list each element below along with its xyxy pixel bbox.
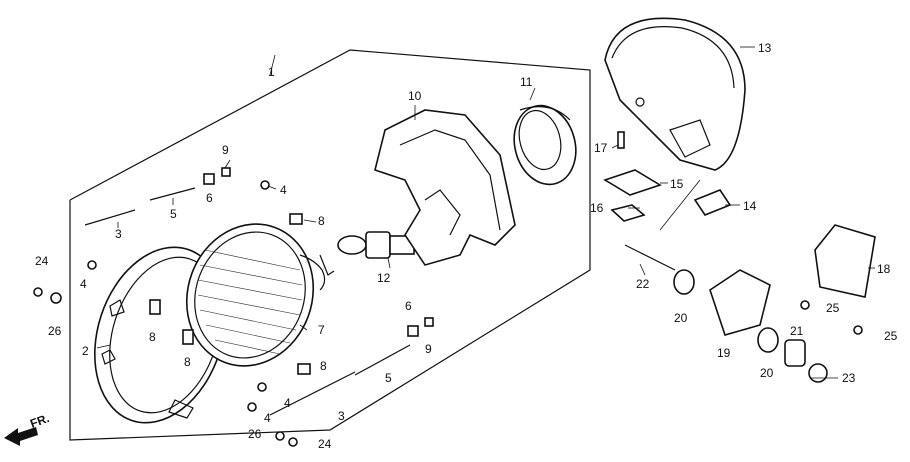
callout-9b: 9 (425, 342, 432, 356)
callout-18: 18 (877, 262, 891, 276)
bracket-18 (814, 224, 876, 298)
bracket-14 (693, 189, 732, 216)
callout-8b: 8 (149, 330, 156, 344)
callout-6b: 6 (405, 299, 412, 313)
callout-8c: 8 (184, 355, 191, 369)
collar-9b (424, 317, 434, 327)
callout-3a: 3 (115, 227, 122, 241)
adjust-screw-3b (269, 371, 356, 416)
callout-11: 11 (520, 75, 533, 89)
washer-26b (275, 431, 285, 441)
callout-20a: 20 (674, 311, 688, 325)
callout-16: 16 (590, 201, 604, 215)
callout-5a: 5 (170, 207, 177, 221)
callout-6a: 6 (206, 191, 213, 205)
collar-21 (784, 339, 806, 367)
front-direction-arrow: FR. (4, 411, 51, 446)
callout-7: 7 (318, 323, 325, 337)
sealed-beam-unit (185, 223, 335, 367)
callout-22: 22 (636, 277, 650, 291)
callout-13: 13 (758, 41, 772, 55)
callout-leader-lines (96, 46, 875, 379)
callout-10: 10 (408, 89, 422, 103)
callout-24b: 24 (318, 437, 332, 451)
screw-4b (87, 260, 97, 270)
callout-15: 15 (670, 177, 684, 191)
cap-nut-23 (808, 363, 828, 383)
screw-4d (247, 402, 257, 412)
callout-24a: 24 (35, 254, 49, 268)
callout-25a: 25 (826, 301, 840, 315)
grommet-20a (673, 269, 695, 295)
screw-4a (260, 180, 270, 190)
callout-12: 12 (377, 271, 391, 285)
bolt-24b (288, 437, 298, 447)
bolt-25b (853, 325, 863, 335)
grommet-20b (757, 327, 779, 353)
clip-8b (149, 299, 161, 315)
front-direction-label: FR. (28, 411, 51, 431)
callout-19: 19 (717, 346, 731, 360)
callout-26b: 26 (248, 427, 262, 441)
bolt-24a (33, 287, 43, 297)
callout-4a: 4 (280, 183, 287, 197)
washer-26a (50, 292, 62, 304)
bolt-17 (617, 131, 625, 149)
callout-21: 21 (790, 324, 804, 338)
spring-5b (354, 344, 411, 376)
callout-14: 14 (743, 199, 757, 213)
bracket-16 (610, 204, 646, 222)
collar-9a (221, 167, 231, 177)
callout-23: 23 (842, 371, 856, 385)
callout-4c: 4 (284, 396, 291, 410)
callout-8d: 8 (320, 359, 327, 373)
callout-17: 17 (594, 141, 608, 155)
callout-labels: 1 2 3 3 4 4 4 4 5 5 6 6 7 8 8 8 8 9 9 10… (35, 41, 898, 451)
clip-8a (289, 213, 303, 225)
bolt-22 (624, 244, 676, 271)
callout-5b: 5 (385, 371, 392, 385)
screw-4c (257, 382, 267, 392)
clip-8d (297, 363, 311, 375)
assembly-boundary-outline (69, 49, 591, 441)
small-hardware-parts (33, 131, 876, 447)
callout-4b: 4 (80, 277, 87, 291)
callout-1: 1 (268, 65, 275, 79)
callout-20b: 20 (760, 366, 774, 380)
adjust-screw-3a (84, 209, 136, 226)
bolt-25a (800, 300, 810, 310)
nut-6b (407, 325, 419, 337)
callout-8a: 8 (318, 214, 325, 228)
callout-2: 2 (82, 344, 89, 358)
headlight-case (604, 17, 746, 171)
callout-3b: 3 (338, 409, 345, 423)
headlight-mount-bracket (374, 109, 516, 266)
callout-9a: 9 (222, 143, 229, 157)
holder-19 (709, 269, 771, 336)
spring-5a (149, 187, 196, 201)
nut-6a (203, 173, 215, 185)
clip-8c (182, 329, 194, 345)
callout-4d: 4 (264, 411, 271, 425)
socket-ring (513, 104, 577, 186)
callout-25b: 25 (884, 329, 898, 343)
callout-26a: 26 (48, 324, 62, 338)
plate-15 (603, 169, 662, 196)
